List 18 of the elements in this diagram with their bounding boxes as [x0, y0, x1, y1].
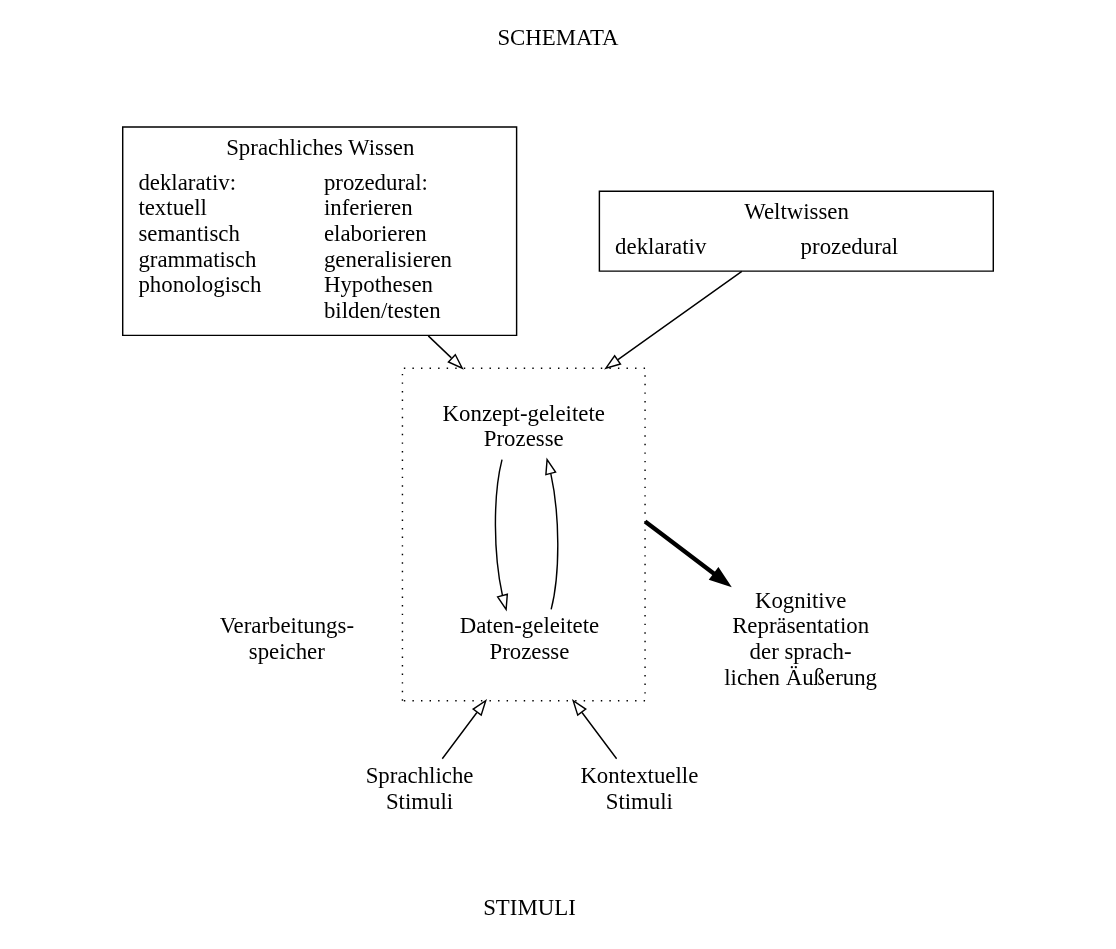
- arrow: [604, 270, 743, 370]
- label: SCHEMATA: [497, 25, 619, 51]
- node-text: Kognitive Repräsentation der sprach- lichen Äußerung: [724, 587, 878, 690]
- node-box: Sprachliches Wissen deklarativ: textuell semantisch grammatisch phonologisch prozedural: inferieren elaborieren generalisieren Hypothesen bilden/testen: [122, 126, 518, 337]
- arrow: [643, 519, 732, 588]
- node-text: Kontextuelle Stimuli: [580, 763, 699, 814]
- node-text: Konzept-geleitete Prozesse: [442, 400, 605, 452]
- node-text: Sprachliche Stimuli: [365, 763, 474, 814]
- node-text: Daten-geleitete Prozesse: [459, 613, 600, 665]
- label: STIMULI: [483, 894, 576, 920]
- node-box: Weltwissen deklarativ prozedural: [598, 190, 994, 272]
- label: Verarbeitungs- speicher: [219, 613, 355, 665]
- arrow: [494, 458, 509, 612]
- arrow: [427, 335, 464, 370]
- arrow: [545, 457, 559, 611]
- arrow: [571, 698, 618, 760]
- cluster: [401, 367, 646, 702]
- arrow: [441, 698, 487, 760]
